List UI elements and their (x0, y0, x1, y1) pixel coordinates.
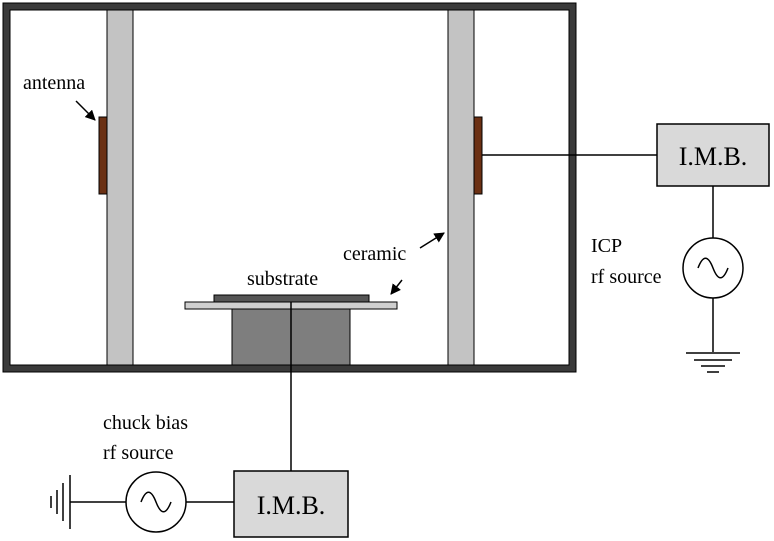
substrate-label: substrate (247, 268, 318, 290)
substrate-arrow (390, 279, 403, 295)
antenna-arrow (75, 100, 96, 121)
ceramic-arrow (419, 232, 445, 249)
icp-sine-wave (697, 257, 729, 279)
imb-box-top (656, 123, 770, 187)
imb-bottom-label: I.M.B. (257, 491, 326, 520)
ceramic-window-right (447, 9, 475, 366)
ceramic-window-left (106, 9, 134, 366)
chuck-sine-wave (140, 491, 172, 513)
imb-box-bottom (233, 470, 349, 538)
ground-icon-right (686, 352, 740, 373)
chuck-bias-label-line2: rf source (103, 442, 174, 464)
substrate-wafer (213, 294, 370, 303)
ceramic-label: ceramic (343, 243, 406, 265)
ground-icon-left (50, 475, 71, 529)
chuck-bias-label-line1: chuck bias (103, 412, 188, 434)
antenna-right (473, 116, 483, 195)
icp-label-line1: ICP (591, 235, 622, 257)
imb-top-label: I.M.B. (679, 142, 748, 171)
icp-label-line2: rf source (591, 266, 662, 288)
antenna-label: antenna (23, 72, 85, 94)
antenna-left (98, 116, 108, 195)
